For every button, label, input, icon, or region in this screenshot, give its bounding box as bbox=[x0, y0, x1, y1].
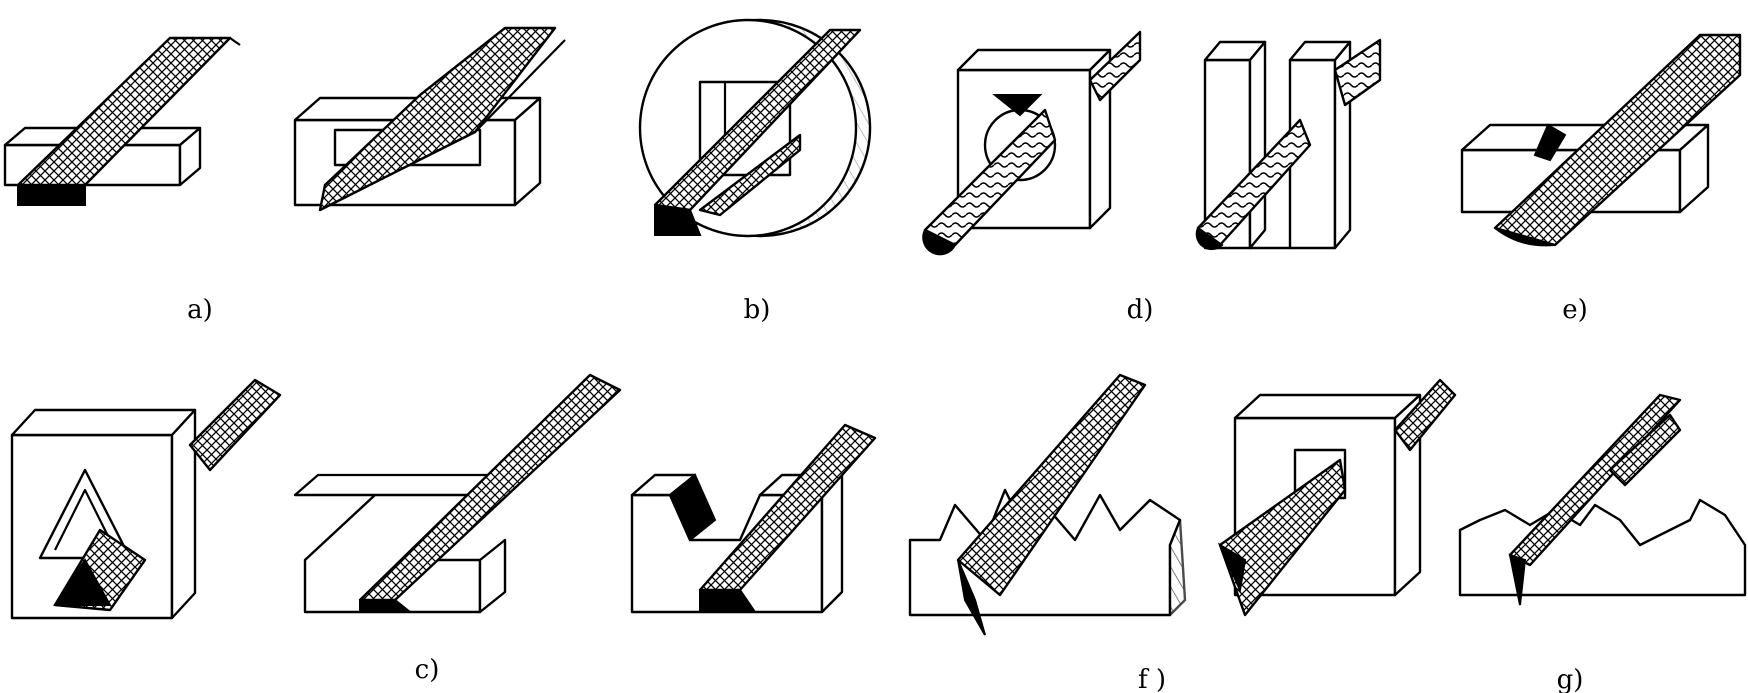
illustration-c-dovetail bbox=[293, 373, 622, 614]
illustration-d-halfround-frame bbox=[922, 30, 1142, 256]
illustration-f-sawtooth bbox=[908, 373, 1187, 636]
illustration-c-v-block bbox=[630, 423, 877, 614]
illustration-a-slot-file bbox=[293, 26, 566, 212]
label-b: b) bbox=[744, 295, 771, 325]
label-a: a) bbox=[187, 295, 213, 325]
illustration-a-flat-file bbox=[3, 36, 241, 206]
illustration-e-knife-file bbox=[1460, 33, 1742, 247]
illustration-f-frame bbox=[1217, 378, 1457, 617]
illustration-b-round-file bbox=[638, 18, 872, 238]
label-d: d) bbox=[1127, 295, 1154, 325]
label-f: f ) bbox=[1138, 665, 1166, 693]
illustration-g-gear bbox=[1458, 393, 1747, 606]
label-e: e) bbox=[1562, 295, 1588, 325]
label-g: g) bbox=[1557, 665, 1584, 693]
label-c: c) bbox=[415, 655, 440, 685]
illustration-d-u-block bbox=[1195, 38, 1382, 251]
illustration-c-triangle-hole bbox=[10, 378, 282, 620]
